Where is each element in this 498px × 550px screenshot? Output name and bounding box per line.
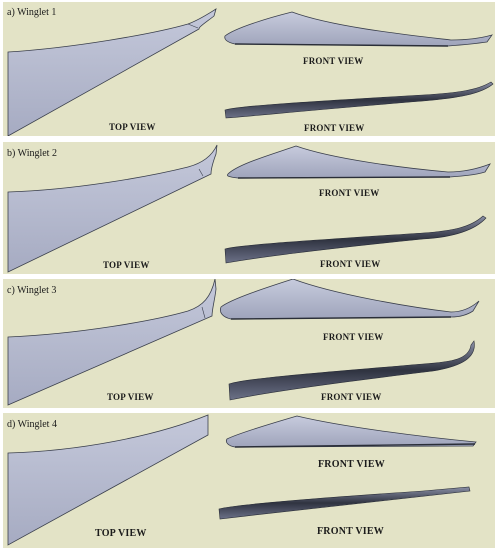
winglet-4-front-view-1-edge (234, 443, 476, 448)
winglet-1-front-view-1 (224, 11, 493, 47)
panel-winglet-2: b) Winglet 2 TOP VIEW FRONT VIEW FRONT V… (3, 142, 495, 274)
top-view-caption: TOP VIEW (103, 260, 150, 270)
front-view-caption-1: FRONT VIEW (319, 188, 380, 198)
winglet-4-front-view-1 (226, 415, 477, 448)
top-view-caption: TOP VIEW (95, 528, 147, 539)
front-view-caption-1: FRONT VIEW (318, 459, 385, 470)
winglet-3-front-view-1 (220, 279, 480, 320)
panel-label: c) Winglet 3 (7, 285, 57, 296)
winglet-3-front-view-1-edge (230, 316, 452, 320)
winglet-1-front-view-1-edge (234, 43, 449, 47)
winglet-2-drawings (7, 144, 491, 273)
winglet-2-top-view (7, 144, 218, 273)
winglet-3-top-view-tip-line (201, 306, 206, 319)
front-view-caption-2: FRONT VIEW (321, 392, 382, 402)
winglet-1-drawings (7, 8, 494, 136)
winglet-3-drawings (7, 279, 480, 406)
top-view-caption: TOP VIEW (107, 392, 154, 402)
front-view-caption-1: FRONT VIEW (303, 56, 364, 66)
panel-label: a) Winglet 1 (7, 7, 57, 18)
winglet-1-top-view-tip-line (187, 23, 199, 29)
panel-label: b) Winglet 2 (7, 148, 57, 159)
front-view-caption-2: FRONT VIEW (317, 526, 384, 537)
winglet-4-front-view-2 (218, 486, 471, 520)
panel-winglet-1: a) Winglet 1 TOP VIEW FRONT VIEW FRONT V… (3, 2, 495, 136)
winglet-3-top-view (7, 279, 217, 406)
front-view-caption-2: FRONT VIEW (320, 259, 381, 269)
top-view-caption: TOP VIEW (109, 122, 156, 132)
panel-winglet-3: c) Winglet 3 TOP VIEW FRONT VIEW FRONT V… (3, 279, 495, 408)
front-view-caption-1: FRONT VIEW (323, 332, 384, 342)
winglet-1-front-view-2 (224, 81, 494, 119)
winglet-4-top-view (7, 414, 209, 546)
panel-winglet-4: d) Winglet 4 TOP VIEW FRONT VIEW FRONT V… (3, 413, 495, 548)
winglet-4-drawings (7, 414, 477, 546)
winglet-3-front-view-2 (228, 340, 475, 401)
winglet-2-front-view-1-edge (237, 176, 451, 179)
winglet-2-top-view-tip-line (198, 168, 204, 177)
panel-label: d) Winglet 4 (7, 419, 57, 430)
winglet-2-front-view-1 (227, 145, 491, 179)
winglet-2-front-view-2 (224, 215, 487, 264)
front-view-caption-2: FRONT VIEW (304, 123, 365, 133)
winglet-1-top-view (7, 8, 217, 136)
